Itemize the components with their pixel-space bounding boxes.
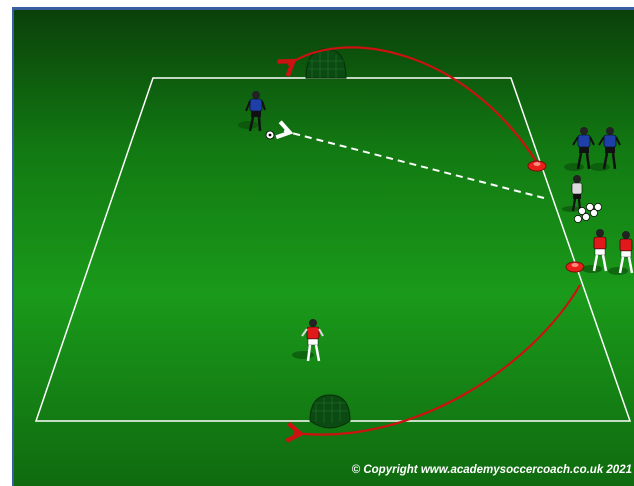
pass-arrow (284, 131, 544, 198)
copyright-text: © Copyright www.academysoccercoach.co.uk… (352, 464, 632, 476)
red-player-icon (608, 231, 632, 275)
bottom-goal-icon (310, 395, 350, 428)
ball-pile-icon (574, 203, 601, 222)
red-player-icon (582, 229, 606, 273)
pitch-area-outline (36, 78, 630, 421)
red-player-icon (292, 319, 323, 361)
cone-icon (528, 161, 546, 171)
pitch-svg (12, 7, 634, 486)
cone-icon (566, 262, 584, 272)
blue-player-icon (590, 127, 620, 171)
ball-icon (266, 131, 274, 139)
server-player-icon (562, 175, 582, 212)
drill-diagram: © Copyright www.academysoccercoach.co.uk… (12, 7, 634, 486)
blue-player-icon (238, 91, 265, 131)
blue-player-icon (564, 127, 594, 171)
